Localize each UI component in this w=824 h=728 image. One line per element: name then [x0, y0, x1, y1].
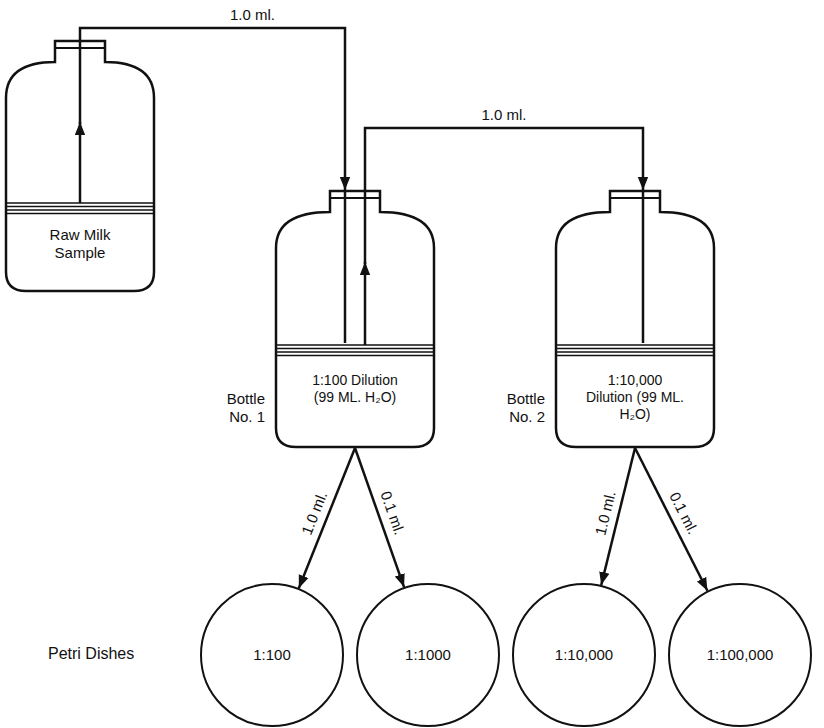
liquid-surface	[557, 344, 713, 345]
pipette-stub	[642, 190, 645, 343]
liquid-surface	[7, 209, 153, 210]
liquid-surface	[557, 351, 713, 352]
pipette-stub	[344, 190, 347, 343]
volume-label: 0.1 ml.	[376, 486, 409, 540]
bottle-outline	[6, 41, 154, 291]
liquid-surface	[277, 355, 433, 356]
petri-dish: 1:10,000	[512, 583, 656, 727]
bottle-outline	[275, 190, 435, 448]
volume-label: 1.0 ml.	[227, 6, 278, 23]
bottle-lip	[330, 197, 380, 199]
dilution-label: 1:1000	[405, 646, 451, 664]
bottle-contents: Raw Milk Sample	[48, 226, 112, 262]
dilution-bottle: Bottle No. 11:100 Dilution (99 ML. H₂O)	[275, 190, 435, 448]
pipette-stub	[79, 122, 82, 203]
volume-label: 1.0 ml.	[297, 486, 332, 540]
dilution-bottle: Bottle No. 21:10,000 Dilution (99 ML. H₂…	[555, 190, 715, 448]
transfer-arrow	[635, 448, 707, 591]
pipette-stub	[79, 40, 82, 124]
liquid-surface	[277, 344, 433, 345]
bottle-name: Bottle No. 2	[481, 390, 545, 426]
dilution-label: 1:100	[253, 646, 291, 664]
liquid-surface	[7, 202, 153, 203]
liquid-surface	[277, 348, 433, 349]
bottle-contents: 1:10,000 Dilution (99 ML. H₂O)	[583, 372, 687, 422]
liquid-surface	[7, 213, 153, 214]
dilution-label: 1:100,000	[707, 646, 774, 664]
pipette-stub	[364, 190, 367, 264]
bottle-lip	[55, 47, 105, 49]
liquid-surface	[277, 351, 433, 352]
petri-dish: 1:100,000	[668, 583, 812, 727]
liquid-surface	[557, 348, 713, 349]
petri-dish: 1:1000	[356, 583, 500, 727]
bottle-lip	[610, 197, 660, 199]
volume-label: 0.1 ml.	[665, 486, 703, 539]
liquid-surface	[557, 355, 713, 356]
bottle-name: Bottle No. 1	[201, 390, 265, 426]
dilution-label: 1:10,000	[555, 646, 613, 664]
bottle-outline	[276, 191, 434, 447]
transfer-arrow	[80, 28, 345, 190]
row-label: Petri Dishes	[48, 645, 134, 663]
liquid-surface	[7, 206, 153, 207]
petri-dish: 1:100	[200, 583, 344, 727]
bottle-contents: 1:100 Dilution (99 ML. H₂O)	[303, 372, 407, 406]
pipette-stub	[364, 262, 367, 345]
bottle-outline	[556, 191, 714, 447]
transfer-arrow	[365, 128, 643, 190]
dilution-bottle: Raw Milk Sample	[5, 40, 155, 292]
volume-label: 1.0 ml.	[478, 106, 529, 123]
